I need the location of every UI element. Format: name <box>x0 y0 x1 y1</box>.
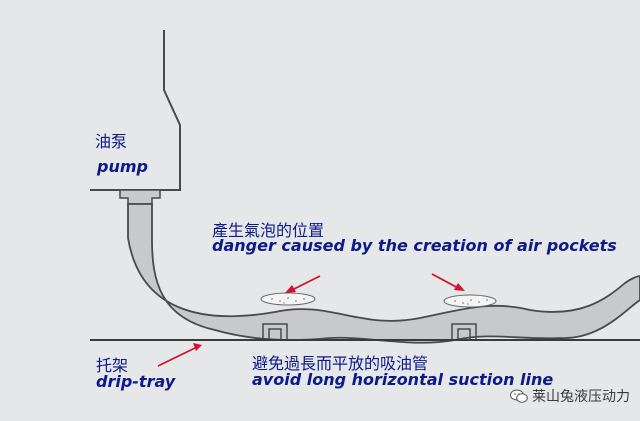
pump-label-zh: 油泵 <box>95 132 128 151</box>
pump-label-en: pump <box>97 157 148 176</box>
arrow-to-pocket-1 <box>285 275 321 293</box>
advice-label-en: avoid long horizontal suction line <box>252 370 554 389</box>
watermark-text: 莱山兔液压动力 <box>532 389 630 405</box>
watermark: 莱山兔液压动力 <box>510 386 630 406</box>
tray-label-zh: 托架 <box>96 356 129 375</box>
air-pocket-1 <box>260 292 316 306</box>
air-pocket-speckle <box>271 297 488 305</box>
wechat-icon <box>510 389 528 403</box>
air-pocket-2 <box>443 294 497 308</box>
pump-outlet-connector <box>119 189 161 205</box>
tray-label-en: drip-tray <box>96 372 176 391</box>
danger-label-en: danger caused by the creation of air poc… <box>212 236 617 255</box>
arrow-to-pocket-2 <box>431 273 465 291</box>
pipe-support-2 <box>451 323 477 340</box>
suction-pipe <box>127 203 640 344</box>
arrow-to-drip-tray <box>157 343 202 367</box>
advice-label-zh: 避免過長而平放的吸油管 <box>252 354 429 373</box>
danger-label-zh: 產生氣泡的位置 <box>212 221 325 240</box>
pipe-support-1 <box>262 323 288 340</box>
